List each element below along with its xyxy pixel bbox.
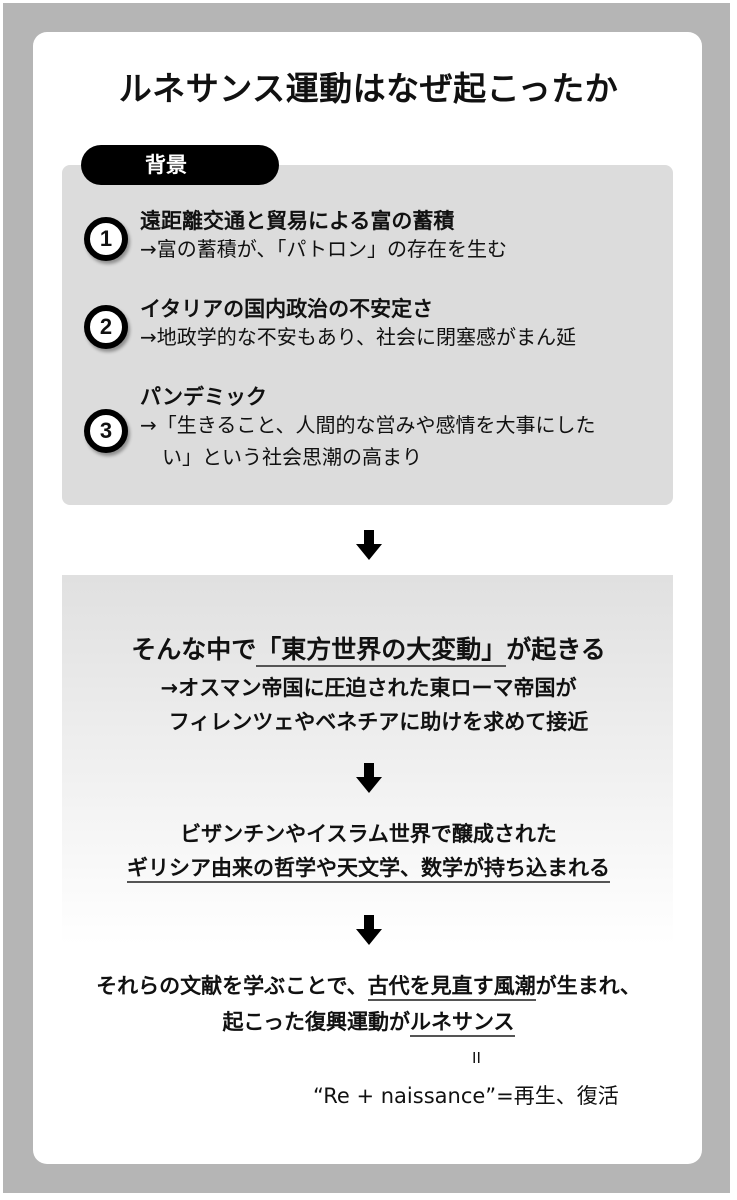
flow-step-2-line2: ギリシア由来の哲学や天文学、数学が持ち込まれる [0,852,737,883]
flow-step-3-line2-prefix: 起こった復興運動が [222,1010,410,1034]
flow-step-2-line1: ビザンチンやイスラム世界で醸成された [180,822,557,846]
down-arrow-icon [356,530,382,560]
flow-section-box [62,575,673,945]
flow-step-3-line2: 起こった復興運動がルネサンス [0,1006,737,1037]
background-item-description: →富の蓄積が、「パトロン」の存在を生む [140,237,507,261]
background-item-heading: イタリアの国内政治の不安定さ [140,297,434,321]
flow-step-2-highlight: ギリシア由来の哲学や天文学、数学が持ち込まれる [127,856,610,883]
page-title: ルネサンス運動はなぜ起こったか [118,69,619,108]
flow-step-1-headline: そんな中で「東方世界の大変動」が起きる [0,630,737,667]
background-item-description-cont: い」という社会思潮の高まり [162,445,422,469]
background-item-heading: パンデミック [140,385,268,409]
flow-step-1-highlight: 「東方世界の大変動」 [256,635,507,667]
flow-step-3-highlight: 古代を見直す風潮 [367,974,536,1001]
number-3-badge-icon: 3 [84,409,128,453]
renaissance-highlight: ルネサンス [409,1010,515,1037]
background-section-label: 背景 [81,145,279,185]
background-section-box [62,165,673,505]
equals-sign: II [472,1050,481,1067]
background-item-description: →「生きること、人間的な営みや感情を大事にした [140,413,596,437]
flow-step-3-line1: それらの文献を学ぶことで、古代を見直す風潮が生まれ、 [0,970,737,1001]
down-arrow-icon [356,915,382,945]
down-arrow-icon [356,763,382,793]
etymology-text: “Re + naissance”=再生、復活 [313,1084,619,1108]
flow-step-3-prefix: それらの文献を学ぶことで、 [96,974,368,998]
flow-step-1-line2: →オスマン帝国に圧迫された東ローマ帝国が [160,676,577,700]
background-item-heading: 遠距離交通と貿易による富の蓄積 [140,209,455,233]
flow-step-1-suffix: が起きる [506,635,606,664]
number-2-badge-icon: 2 [84,305,128,349]
number-1-badge-icon: 1 [84,217,128,261]
background-item-description: →地政学的な不安もあり、社会に閉塞感がまん延 [140,325,576,349]
flow-step-1-prefix: そんな中で [131,635,257,664]
flow-step-3-suffix: が生まれ、 [535,974,641,998]
flow-step-1-line3: フィレンツェやベネチアに助けを求めて接近 [168,710,589,734]
